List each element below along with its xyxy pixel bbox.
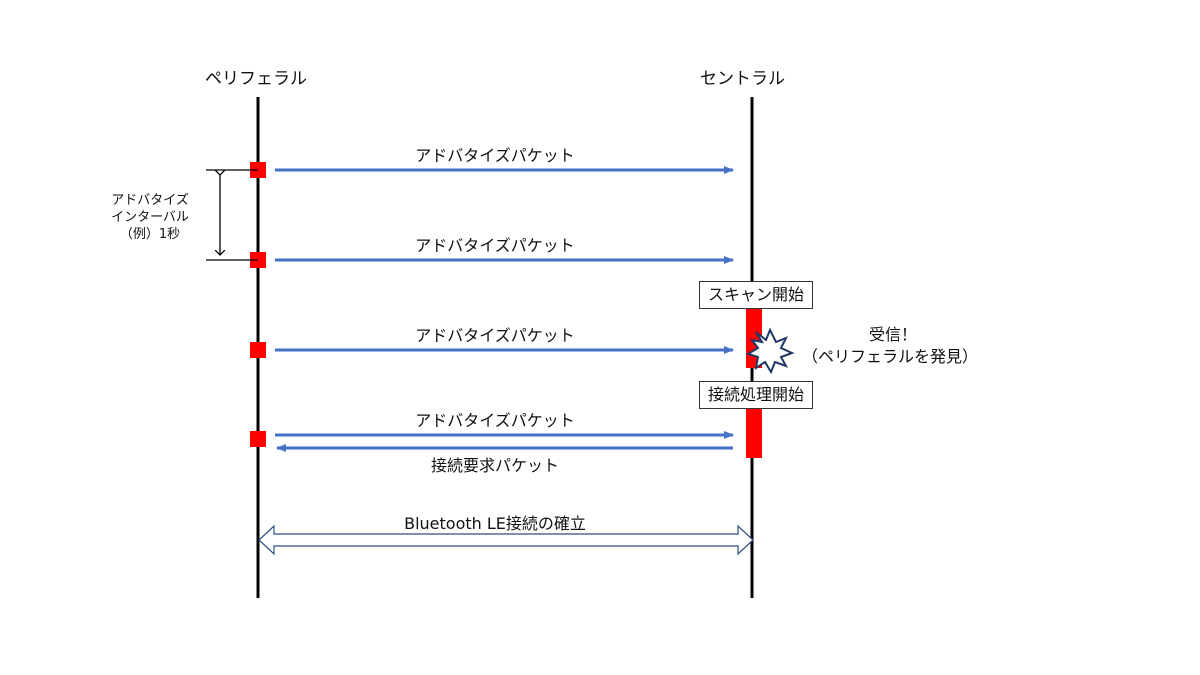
interval-label: アドバタイズ インターバル （例）1秒: [100, 192, 200, 243]
peripheral-lane-title: ペリフェラル: [205, 69, 307, 89]
interval-label-line3: （例）1秒: [119, 227, 181, 242]
advertise-label-2: アドバタイズパケット: [415, 236, 575, 255]
interval-label-line1: アドバタイズ: [111, 193, 189, 208]
received-label: 受信！ （ペリフェラルを発見）: [790, 324, 990, 368]
connection-double-arrow: [258, 524, 754, 556]
connect-request-label: 接続要求パケット: [430, 456, 559, 475]
advertise-marker-4: [250, 431, 266, 447]
explosion-burst-icon: [745, 327, 795, 375]
connect-active-bar: [746, 408, 762, 458]
connect-process-start-box: 接続処理開始: [699, 381, 814, 409]
advertise-label-1: アドバタイズパケット: [415, 146, 575, 165]
scan-start-box: スキャン開始: [699, 281, 814, 309]
connection-established-label: Bluetooth LE接続の確立: [404, 514, 586, 533]
advertise-label-4: アドバタイズパケット: [415, 411, 575, 430]
received-label-line1: 受信！: [868, 325, 917, 344]
advertise-label-3: アドバタイズパケット: [415, 326, 575, 345]
interval-label-line2: インターバル: [111, 210, 189, 225]
advertise-marker-3: [250, 342, 266, 358]
central-lane-title: セントラル: [700, 69, 785, 89]
received-label-line2: （ペリフェラルを発見）: [801, 347, 978, 366]
